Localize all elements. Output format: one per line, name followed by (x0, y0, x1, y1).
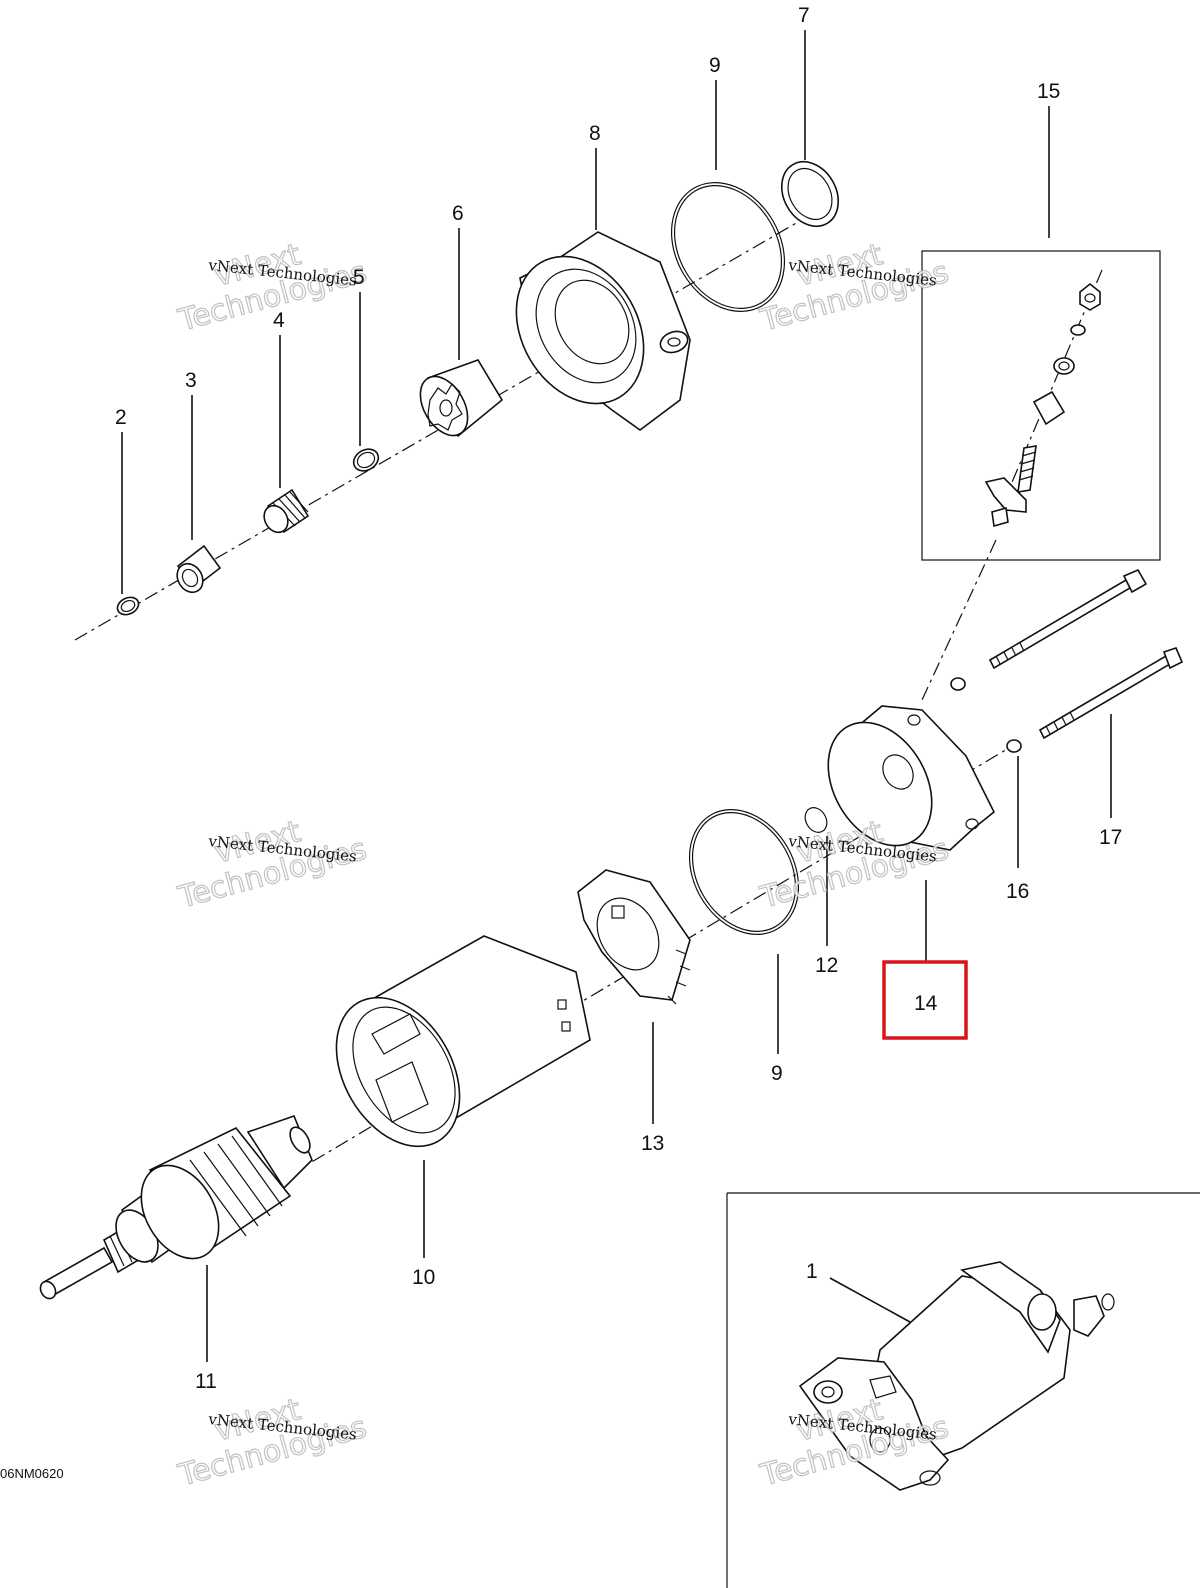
part-1-starter-inset (726, 1192, 1200, 1588)
part-5-ring (352, 448, 380, 472)
upper-leader-lines (121, 30, 1050, 594)
watermarks: vNext Technologies vNext Technologies vN… (174, 237, 953, 1495)
callout-17: 17 (1099, 826, 1122, 849)
callout-8: 8 (589, 122, 601, 145)
callout-15: 15 (1037, 80, 1060, 103)
part-15-terminal-kit-inset (921, 250, 1161, 701)
callout-3: 3 (185, 369, 197, 392)
part-17-through-bolts (988, 568, 1184, 740)
part-9-lower-oring (688, 809, 800, 935)
callout-9-upper: 9 (709, 54, 721, 77)
part-11-armature (39, 1114, 313, 1300)
callout-14: 14 (914, 992, 938, 1015)
callout-4: 4 (273, 309, 285, 332)
part-12-small-oring (804, 807, 828, 833)
part-6-pinion-gear (419, 359, 504, 438)
callout-9-lower: 9 (771, 1062, 783, 1085)
callouts: 1 2 3 4 5 6 7 8 9 9 10 11 12 13 14 15 16… (115, 4, 1122, 1393)
callout-10: 10 (412, 1266, 435, 1289)
lower-leader-lines (206, 714, 1112, 1362)
drawing-code: 06NM0620 (0, 1466, 64, 1481)
part-9-upper-oring (670, 182, 786, 312)
part-7-ring (780, 161, 840, 227)
callout-12: 12 (815, 954, 838, 977)
part-2-circlip (116, 596, 140, 616)
part-13-brush-plate (577, 869, 691, 1005)
callout-6: 6 (452, 202, 464, 225)
highlight-box (882, 960, 968, 1040)
part-14-end-cover (827, 705, 996, 851)
part-4-spring (263, 488, 310, 534)
callout-13: 13 (641, 1132, 664, 1155)
part-16-washers (950, 677, 1022, 753)
callout-7: 7 (798, 4, 810, 27)
callout-11: 11 (195, 1370, 217, 1393)
callout-5: 5 (353, 266, 365, 289)
callout-1: 1 (806, 1260, 818, 1283)
part-3-sleeve (176, 544, 222, 594)
part-8-drive-housing (515, 231, 691, 431)
callout-16: 16 (1006, 880, 1029, 903)
part-10-yoke-frame (335, 935, 591, 1148)
callout-2: 2 (115, 406, 127, 429)
